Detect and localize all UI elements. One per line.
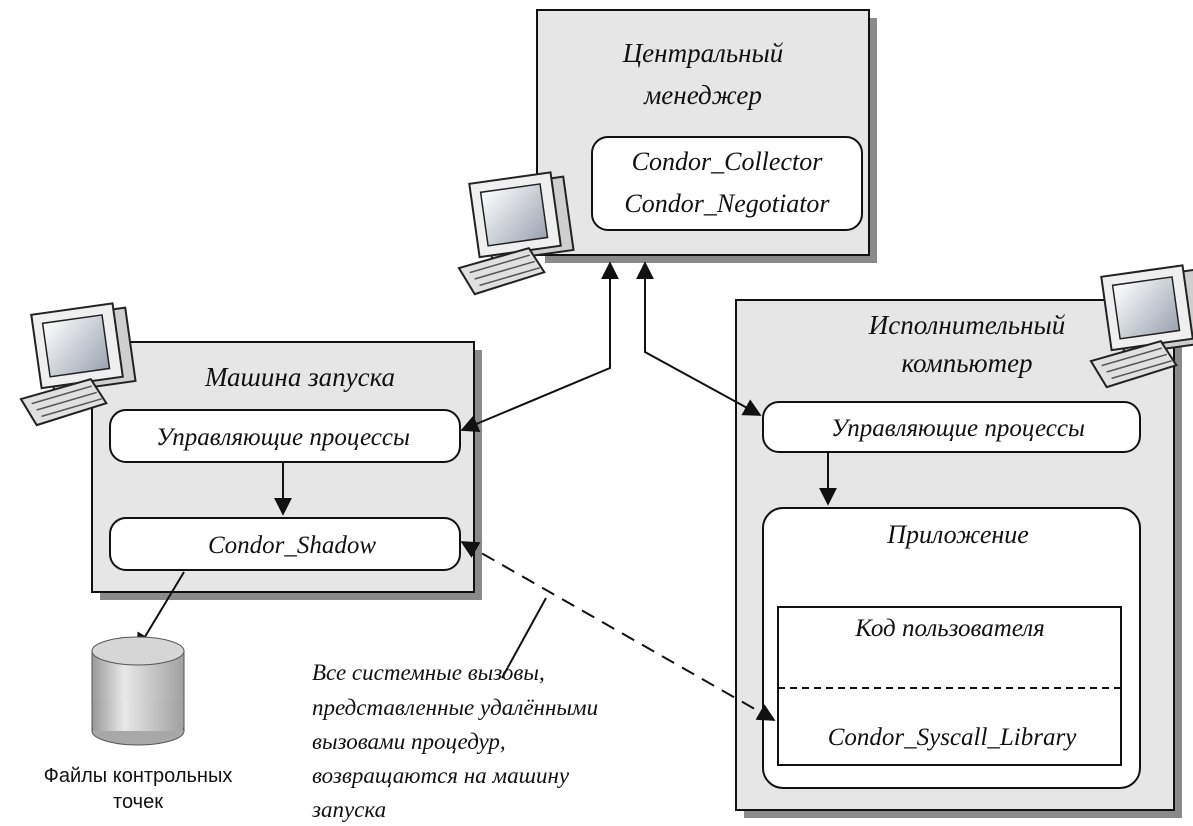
condor-collector-label: Condor_Collector <box>632 147 824 176</box>
condor-shadow-label: Condor_Shadow <box>208 532 376 559</box>
note-line-3: вызовами процедур, <box>312 729 506 754</box>
note-line-4: возвращаются на машину <box>312 763 570 788</box>
submit-managers-box <box>109 409 461 463</box>
arrow-central-execute <box>636 261 762 416</box>
checkpoint-label-1: Файлы контрольных <box>44 765 233 787</box>
central-manager-title-2: менеджер <box>643 80 762 110</box>
submit-machine-box: Машина запуска Управляющие процессы Cond… <box>91 341 482 600</box>
execute-managers-label: Управляющие процессы <box>831 415 1085 442</box>
computer-icon <box>1089 264 1193 389</box>
condor-shadow-box <box>109 517 461 571</box>
syscall-note: Все системные вызовы, представленные уда… <box>311 660 598 822</box>
arrow-central-submit <box>460 261 619 433</box>
execute-managers-box <box>762 401 1141 453</box>
flow-arrows <box>136 261 837 721</box>
user-code-box <box>777 606 1122 766</box>
arrow-syscall-shadow-dashed <box>460 541 776 721</box>
application-label: Приложение <box>886 520 1029 549</box>
submit-managers-label: Управляющие процессы <box>156 424 410 451</box>
note-line-1: Все системные вызовы, <box>312 660 545 685</box>
computer-icon <box>457 171 575 296</box>
execute-machine-title-2: компьютер <box>901 348 1032 378</box>
central-manager-title-1: Центральный <box>622 38 784 68</box>
checkpoint-label-2: точек <box>113 791 163 813</box>
central-manager-box: Центральный менеджер Condor_Collector Co… <box>536 9 877 263</box>
note-pointer-line <box>501 597 547 679</box>
checkpoint-storage-icon <box>91 636 185 746</box>
central-processes-box <box>591 136 863 231</box>
syscall-library-label: Condor_Syscall_Library <box>828 724 1078 751</box>
note-line-5: запуска <box>311 797 386 822</box>
execute-machine-box: Исполнительный компьютер Управляющие про… <box>735 299 1182 818</box>
condor-negotiator-label: Condor_Negotiator <box>624 189 830 218</box>
computer-icon <box>19 302 137 427</box>
submit-machine-title: Машина запуска <box>204 362 395 392</box>
execute-machine-title-1: Исполнительный <box>868 310 1066 340</box>
user-code-label: Код пользователя <box>854 615 1045 642</box>
note-line-2: представленные удалёнными <box>312 695 598 720</box>
